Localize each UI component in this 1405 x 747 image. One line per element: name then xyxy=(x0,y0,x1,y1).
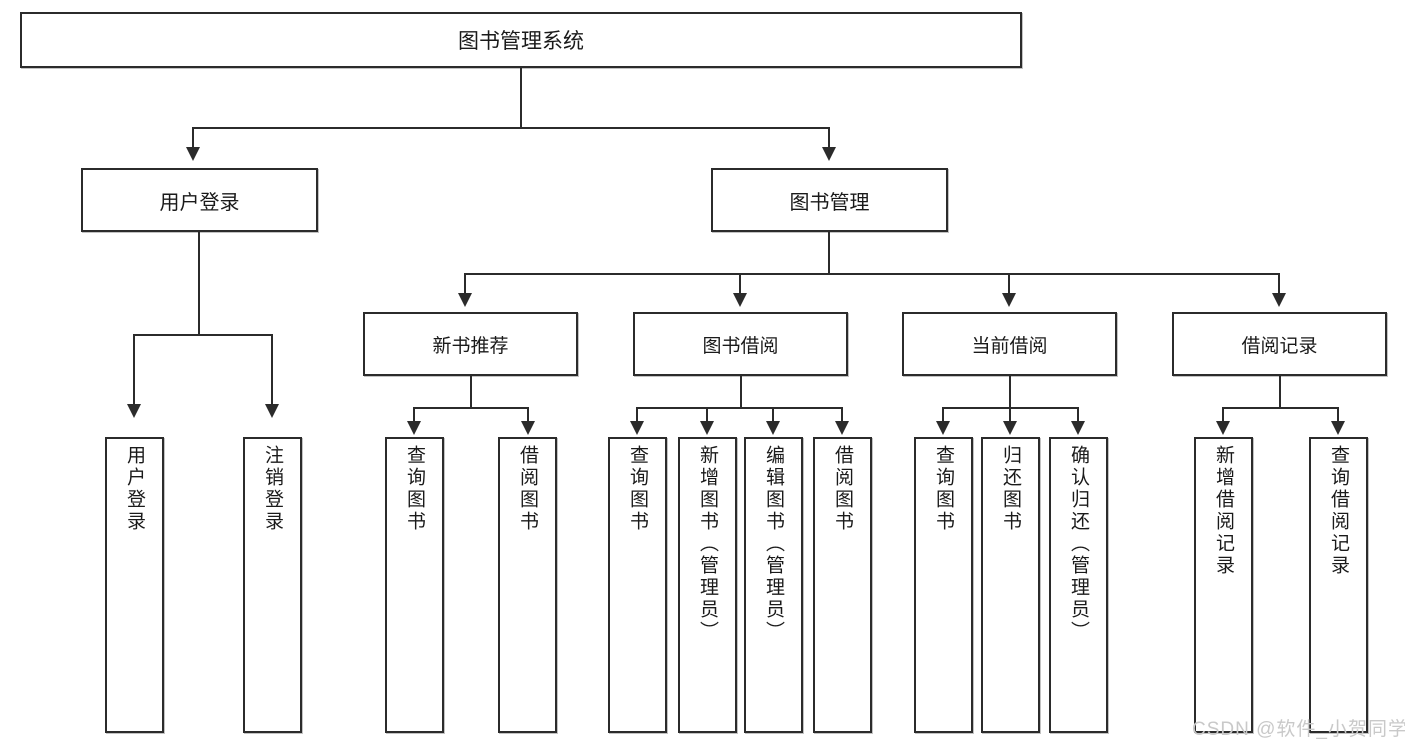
node-label: 编辑图书（管理员） xyxy=(763,445,784,643)
node-label: 借阅图书 xyxy=(517,445,538,533)
leaf-book-borrow-3[interactable]: 借阅图书 xyxy=(813,437,872,733)
connector-record-trunk xyxy=(1279,376,1281,408)
node-label: 用户登录 xyxy=(159,191,240,214)
node-label: 查询图书 xyxy=(933,445,954,533)
leaf-user-login-1[interactable]: 注销登录 xyxy=(243,437,302,733)
connector-bookmgmt-to-l3-1 xyxy=(739,273,741,295)
node-label: 注销登录 xyxy=(262,445,283,533)
leaf-borrow-record-1[interactable]: 查询借阅记录 xyxy=(1309,437,1368,733)
connector-root-to-login xyxy=(192,127,194,149)
arrowhead-bookmgmt-to-l3-0 xyxy=(458,293,472,307)
connector-record-to-leaf-0 xyxy=(1222,407,1224,423)
connector-record-to-leaf-1 xyxy=(1337,407,1339,423)
node-current-borrow[interactable]: 当前借阅 xyxy=(902,312,1117,376)
arrowhead-bookmgmt-to-l3-2 xyxy=(1002,293,1016,307)
node-label: 新书推荐 xyxy=(432,335,509,357)
leaf-new-book-recommend-0[interactable]: 查询图书 xyxy=(385,437,444,733)
leaf-current-borrow-0[interactable]: 查询图书 xyxy=(914,437,973,733)
connector-login-bar xyxy=(133,334,271,336)
node-label: 图书管理 xyxy=(789,191,870,214)
node-label: 图书管理系统 xyxy=(458,30,584,53)
arrowhead-root-to-login xyxy=(186,147,200,161)
leaf-book-borrow-1[interactable]: 新增图书（管理员） xyxy=(678,437,737,733)
node-borrow-record[interactable]: 借阅记录 xyxy=(1172,312,1387,376)
node-label: 当前借阅 xyxy=(971,335,1048,357)
connector-bookmgmt-bar xyxy=(464,273,1280,275)
node-book-management[interactable]: 图书管理 xyxy=(711,168,948,232)
connector-borrow-trunk xyxy=(740,376,742,408)
arrowhead-borrow-to-leaf-2 xyxy=(766,421,780,435)
leaf-book-borrow-2[interactable]: 编辑图书（管理员） xyxy=(744,437,803,733)
leaf-borrow-record-0[interactable]: 新增借阅记录 xyxy=(1194,437,1253,733)
arrowhead-record-to-leaf-0 xyxy=(1216,421,1230,435)
connector-recommend-to-leaf-0 xyxy=(413,407,415,423)
leaf-current-borrow-1[interactable]: 归还图书 xyxy=(981,437,1040,733)
connector-recommend-trunk xyxy=(470,376,472,408)
connector-root-bar xyxy=(192,127,830,129)
connector-borrow-to-leaf-3 xyxy=(841,407,843,423)
arrowhead-record-to-leaf-1 xyxy=(1331,421,1345,435)
arrowhead-borrow-to-leaf-3 xyxy=(835,421,849,435)
leaf-book-borrow-0[interactable]: 查询图书 xyxy=(608,437,667,733)
leaf-new-book-recommend-1[interactable]: 借阅图书 xyxy=(498,437,557,733)
connector-bookmgmt-to-l3-2 xyxy=(1008,273,1010,295)
connector-current-to-leaf-0 xyxy=(942,407,944,423)
connector-bookmgmt-to-l3-3 xyxy=(1278,273,1280,295)
connector-record-bar xyxy=(1222,407,1339,409)
node-label: 用户登录 xyxy=(124,445,145,533)
node-user-login[interactable]: 用户登录 xyxy=(81,168,318,232)
node-label: 归还图书 xyxy=(1000,445,1021,533)
arrowhead-borrow-to-leaf-0 xyxy=(630,421,644,435)
watermark-text: CSDN @软件_小贺同学 xyxy=(1192,719,1405,740)
connector-login-trunk xyxy=(198,232,200,335)
node-label: 借阅记录 xyxy=(1241,335,1318,357)
connector-login-to-leaf-1 xyxy=(271,334,273,406)
connector-root-trunk xyxy=(520,68,522,128)
arrowhead-borrow-to-leaf-1 xyxy=(700,421,714,435)
arrowhead-recommend-to-leaf-1 xyxy=(521,421,535,435)
connector-login-to-leaf-0 xyxy=(133,334,135,406)
leaf-user-login-0[interactable]: 用户登录 xyxy=(105,437,164,733)
arrowhead-current-to-leaf-2 xyxy=(1071,421,1085,435)
node-label: 查询图书 xyxy=(627,445,648,533)
node-label: 新增借阅记录 xyxy=(1213,445,1234,577)
connector-root-to-bookmgmt xyxy=(828,127,830,149)
connector-borrow-to-leaf-2 xyxy=(772,407,774,423)
node-book-borrow[interactable]: 图书借阅 xyxy=(633,312,848,376)
leaf-current-borrow-2[interactable]: 确认归还（管理员） xyxy=(1049,437,1108,733)
connector-current-trunk xyxy=(1009,376,1011,408)
node-root-system[interactable]: 图书管理系统 xyxy=(20,12,1022,68)
node-label: 新增图书（管理员） xyxy=(697,445,718,643)
node-label: 确认归还（管理员） xyxy=(1068,445,1089,643)
node-label: 查询借阅记录 xyxy=(1328,445,1349,577)
arrowhead-login-to-leaf-0 xyxy=(127,404,141,418)
connector-borrow-to-leaf-0 xyxy=(636,407,638,423)
node-label: 查询图书 xyxy=(404,445,425,533)
arrowhead-recommend-to-leaf-0 xyxy=(407,421,421,435)
csdn-watermark: CSDN @软件_小贺同学 xyxy=(1192,714,1405,741)
connector-borrow-to-leaf-1 xyxy=(706,407,708,423)
connector-recommend-bar xyxy=(413,407,529,409)
arrowhead-current-to-leaf-1 xyxy=(1003,421,1017,435)
arrowhead-login-to-leaf-1 xyxy=(265,404,279,418)
node-new-book-recommend[interactable]: 新书推荐 xyxy=(363,312,578,376)
arrowhead-bookmgmt-to-l3-3 xyxy=(1272,293,1286,307)
arrowhead-current-to-leaf-0 xyxy=(936,421,950,435)
connector-bookmgmt-to-l3-0 xyxy=(464,273,466,295)
node-label: 图书借阅 xyxy=(702,335,779,357)
arrowhead-bookmgmt-to-l3-1 xyxy=(733,293,747,307)
connector-current-to-leaf-1 xyxy=(1009,407,1011,423)
connector-current-to-leaf-2 xyxy=(1077,407,1079,423)
connector-borrow-bar xyxy=(636,407,842,409)
arrowhead-root-to-bookmgmt xyxy=(822,147,836,161)
connector-bookmgmt-trunk xyxy=(828,232,830,274)
node-label: 借阅图书 xyxy=(832,445,853,533)
connector-recommend-to-leaf-1 xyxy=(527,407,529,423)
